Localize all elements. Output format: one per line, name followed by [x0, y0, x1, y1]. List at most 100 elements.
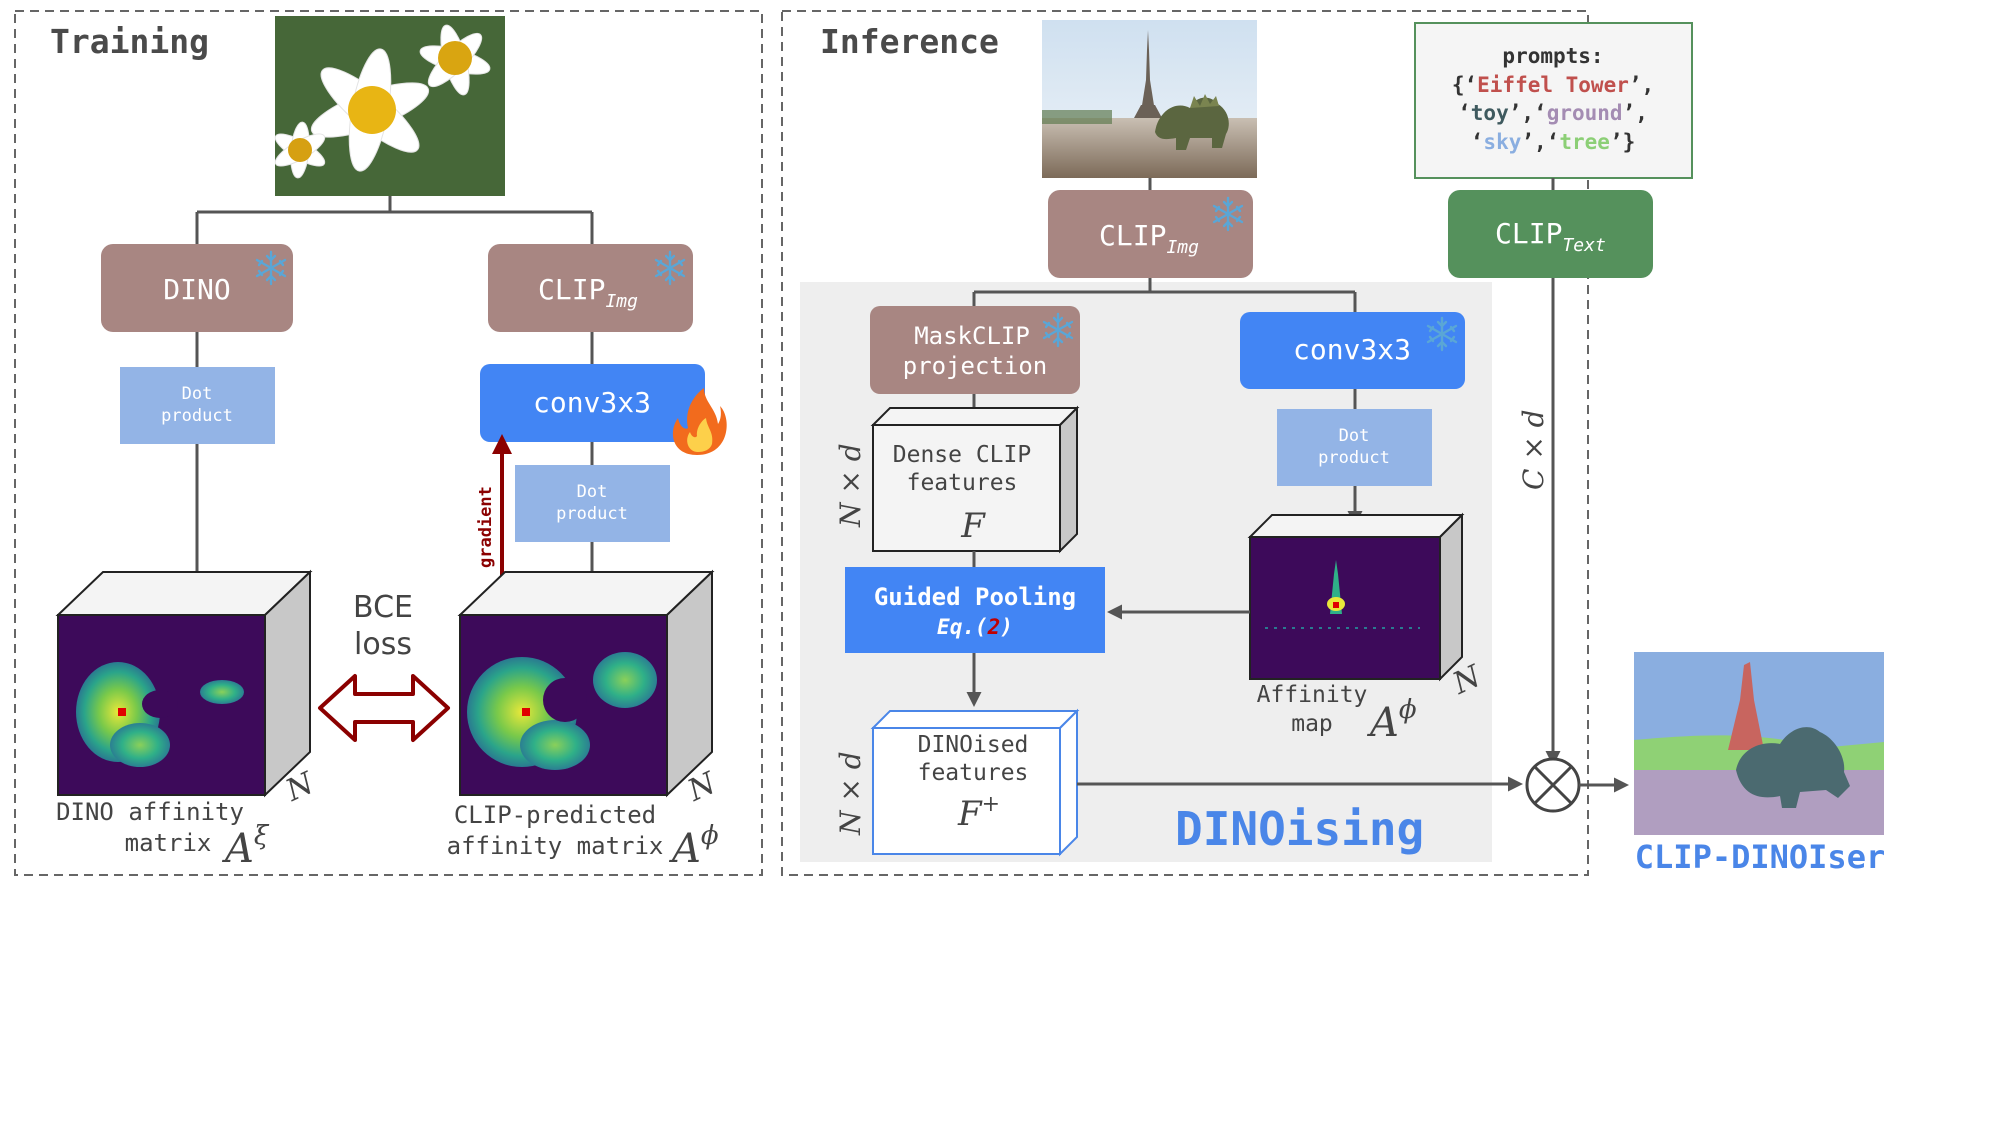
- gradient-arrow: gradient: [476, 434, 512, 588]
- prompt-quote: ’: [1610, 130, 1623, 154]
- clip-img-main-inf: CLIP: [1099, 219, 1166, 252]
- dinoised-symbol: F+: [957, 792, 1000, 834]
- dot-product-right-line2: product: [556, 504, 628, 524]
- dino-block: DINO: [101, 244, 293, 332]
- guided-pooling-title: Guided Pooling: [874, 583, 1076, 611]
- dinoised-line2: features: [918, 760, 1029, 786]
- dot-product-inference: Dot product: [1277, 409, 1432, 486]
- dot-product-right: Dot product: [515, 465, 670, 542]
- dino-matrix-symbol: Aξ: [221, 821, 270, 872]
- prompt-tree: tree: [1559, 130, 1610, 154]
- clip-img-block-inference: CLIPImg: [1048, 190, 1253, 278]
- dot-product-inference-line2: product: [1318, 448, 1390, 468]
- clip-img-label-inference: CLIPImg: [1099, 219, 1199, 258]
- prompt-quote: ‘: [1464, 73, 1477, 97]
- clip-affinity-cube: [457, 569, 715, 798]
- eq-prefix: Eq.(: [937, 615, 988, 639]
- conv3x3-training: conv3x3: [480, 364, 727, 455]
- inference-panel: Inference DINOising CLIPImg prompts:: [781, 10, 1974, 876]
- prompt-quote: ’: [1521, 130, 1534, 154]
- prompt-quote: ’: [1623, 101, 1636, 125]
- eiffel-photo: [1042, 20, 1257, 178]
- gradient-label: gradient: [476, 486, 496, 568]
- output-label: CLIP-DINOIser: [1635, 838, 1885, 876]
- prompt-eiffel-tower: Eiffel Tower: [1477, 73, 1629, 97]
- dense-features-symbol: F: [960, 506, 986, 546]
- prompts-line1: {‘Eiffel Tower’,: [1452, 73, 1654, 97]
- eq-number: 2: [987, 615, 1001, 639]
- dinoised-line1: DINOised: [918, 732, 1029, 758]
- prompts-box: prompts: {‘Eiffel Tower’, ‘toy’,‘ground’…: [1414, 22, 1693, 179]
- dense-features-line1: Dense CLIP: [893, 442, 1031, 468]
- prompt-quote: ‘: [1547, 130, 1560, 154]
- bce-line2: loss: [354, 627, 412, 662]
- dot-product-right-line1: Dot: [577, 482, 608, 502]
- clip-matrix-caption-line1: CLIP-predicted: [454, 801, 656, 829]
- dinoised-features-cube: DINOised features F+: [870, 708, 1080, 857]
- dot-product-left: Dot product: [120, 367, 275, 444]
- dot-product-left-line1: Dot: [182, 384, 213, 404]
- otimes-icon: [1525, 757, 1581, 813]
- training-title: Training: [50, 22, 209, 61]
- prompts-title: prompts:: [1502, 44, 1603, 68]
- dino-matrix-xi: ξ: [254, 821, 270, 851]
- affinity-map-line1: Affinity: [1257, 682, 1368, 708]
- dino-matrix-A: A: [221, 826, 254, 872]
- eq-suffix: ): [1000, 615, 1013, 639]
- dino-label: DINO: [163, 273, 230, 306]
- prompt-sep: ,: [1521, 101, 1534, 125]
- clip-matrix-caption-line2: affinity matrix: [447, 832, 664, 860]
- guided-pooling-eq: Eq.(2): [937, 615, 1013, 639]
- dense-clip-features-cube: Dense CLIP features F: [870, 405, 1080, 554]
- clip-img-block-training: CLIPImg: [488, 244, 693, 332]
- n-by-d-lower: N × d: [834, 751, 867, 836]
- maskclip-projection-block: MaskCLIP projection: [870, 306, 1080, 394]
- dino-matrix-caption-line2: matrix: [125, 829, 212, 857]
- clip-matrix-A: A: [668, 826, 701, 872]
- prompt-quote: ’: [1629, 73, 1642, 97]
- prompt-quote: ‘: [1471, 130, 1484, 154]
- affinity-map-line2: map: [1291, 711, 1333, 737]
- dense-features-line2: features: [907, 470, 1018, 496]
- dinoised-F: F: [957, 794, 983, 834]
- fire-icon: [672, 388, 727, 455]
- conv3x3-training-label: conv3x3: [533, 386, 651, 419]
- prompt-quote: ’: [1509, 101, 1522, 125]
- clip-text-sub: Text: [1562, 235, 1605, 256]
- clip-text-block: CLIPText: [1448, 190, 1653, 278]
- clip-matrix-phi: ϕ: [701, 821, 719, 851]
- prompt-sep: ,: [1642, 73, 1655, 97]
- guided-pooling-block: Guided Pooling Eq.(2): [845, 567, 1105, 653]
- prompt-sep: ,: [1635, 101, 1648, 125]
- clip-img-main: CLIP: [538, 273, 605, 306]
- dinoising-label: DINOising: [1175, 802, 1424, 856]
- dot-product-inference-line1: Dot: [1339, 426, 1370, 446]
- inference-title: Inference: [820, 22, 999, 61]
- clip-img-sub-inf: Img: [1166, 237, 1199, 258]
- clip-img-sub: Img: [605, 291, 638, 312]
- dino-affinity-cube: [55, 569, 313, 798]
- prompt-toy: toy: [1471, 101, 1509, 125]
- prompt-open-brace: {: [1452, 73, 1465, 97]
- prompts-line2: ‘toy’,‘ground’,: [1458, 101, 1648, 125]
- affinity-A: A: [1366, 700, 1399, 746]
- daisy-photo: [274, 16, 505, 196]
- affinity-phi: ϕ: [1399, 695, 1417, 725]
- clip-img-label-training: CLIPImg: [538, 273, 638, 312]
- c-by-d-label: C × d: [1517, 409, 1550, 490]
- prompt-quote: ‘: [1534, 101, 1547, 125]
- n-by-d-upper: N × d: [834, 443, 867, 528]
- maskclip-line1: MaskCLIP: [914, 322, 1030, 350]
- clip-matrix-symbol: Aϕ: [668, 821, 719, 872]
- prompt-sep: ,: [1534, 130, 1547, 154]
- affinity-map-cube: [1247, 512, 1465, 682]
- dot-product-left-line2: product: [161, 406, 233, 426]
- conv3x3-inference: conv3x3: [1240, 312, 1465, 389]
- segmentation-output: [1634, 652, 1884, 835]
- affinity-map-symbol: Aϕ: [1366, 695, 1417, 746]
- dino-matrix-caption-line1: DINO affinity: [56, 798, 244, 826]
- prompt-ground: ground: [1547, 101, 1623, 125]
- maskclip-line2: projection: [903, 352, 1048, 380]
- training-panel: Training DINO: [14, 10, 763, 876]
